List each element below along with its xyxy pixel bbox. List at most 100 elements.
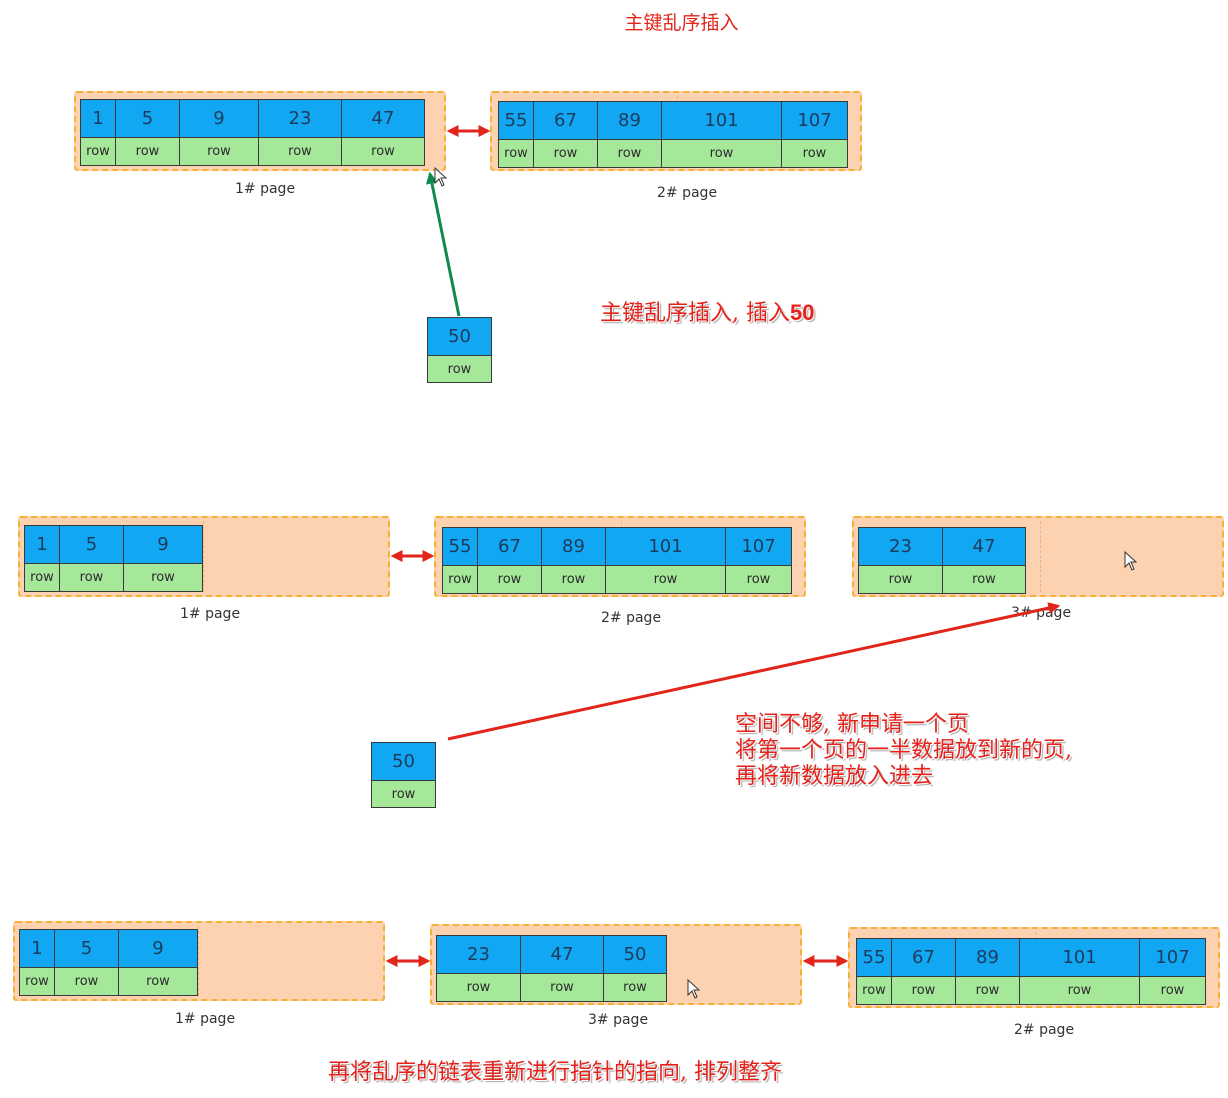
record-row: row (1140, 977, 1205, 1004)
insert-note-text: 主键乱序插入, 插入 (600, 301, 790, 326)
record-row: row (542, 566, 605, 593)
split-note-line: 将第一个页的一半数据放到新的页, (735, 738, 1072, 763)
record-row: row (60, 564, 123, 591)
record-row: row (372, 781, 435, 807)
mouse-cursor-icon (1124, 550, 1138, 571)
record-row: row (180, 138, 258, 165)
record-row: row (428, 356, 491, 382)
stage3-page2-label: 2# page (1014, 1022, 1075, 1038)
record-row: row (606, 566, 725, 593)
record-key: 89 (542, 528, 605, 567)
record-key: 5 (116, 100, 179, 139)
insert-arrow (426, 171, 461, 317)
record-key: 23 (859, 528, 942, 567)
record-row: row (857, 977, 891, 1004)
record-key: 107 (1140, 939, 1205, 978)
record-key: 1 (25, 526, 59, 565)
record-row: row (534, 140, 597, 167)
stage1-new-record: 50 row (427, 317, 492, 383)
record-key: 67 (478, 528, 541, 567)
stage2-new-record: 50 row (371, 742, 436, 808)
record-row: row (892, 977, 955, 1004)
stage2-page1-label: 1# page (180, 606, 241, 622)
insert-note: 主键乱序插入, 插入50 (600, 300, 814, 327)
record-row: row (726, 566, 791, 593)
record-key: 89 (598, 102, 661, 141)
record-row: row (25, 564, 59, 591)
record-key: 89 (956, 939, 1019, 978)
record-row: row (124, 564, 202, 591)
record-key: 1 (81, 100, 115, 139)
diagram-title: 主键乱序插入 (624, 12, 739, 34)
record-row: row (782, 140, 847, 167)
record-key: 1 (20, 930, 54, 969)
record-key: 67 (534, 102, 597, 141)
record-key: 107 (726, 528, 791, 567)
record-key: 5 (60, 526, 123, 565)
record-key: 67 (892, 939, 955, 978)
record-row: row (598, 140, 661, 167)
page-divider (198, 926, 199, 996)
record-row: row (342, 138, 424, 165)
record-key: 55 (443, 528, 477, 567)
record-row: row (437, 974, 520, 1001)
record-row: row (478, 566, 541, 593)
stage3-page3-label: 3# page (588, 1012, 649, 1028)
record-row: row (499, 140, 533, 167)
record-row: row (1020, 977, 1139, 1004)
insert-note-value: 50 (790, 300, 815, 325)
record-key: 50 (604, 936, 666, 975)
record-key: 23 (437, 936, 520, 975)
split-note-line: 再将新数据放入进去 (735, 764, 934, 789)
record-row: row (662, 140, 781, 167)
record-row: row (443, 566, 477, 593)
record-key: 5 (55, 930, 118, 969)
stage1-page2-label: 2# page (657, 185, 718, 201)
record-row: row (116, 138, 179, 165)
split-note: 空间不够, 新申请一个页 将第一个页的一半数据放到新的页, 再将新数据放入进去 (735, 712, 1072, 790)
record-key: 50 (372, 743, 435, 781)
record-key: 55 (499, 102, 533, 141)
record-row: row (943, 566, 1025, 593)
record-row: row (81, 138, 115, 165)
page-divider (1040, 521, 1041, 592)
record-row: row (119, 968, 197, 995)
record-key: 47 (521, 936, 603, 975)
record-row: row (55, 968, 118, 995)
record-key: 101 (606, 528, 725, 567)
record-key: 101 (662, 102, 781, 141)
record-key: 23 (259, 100, 341, 139)
stage3-page1-label: 1# page (175, 1011, 236, 1027)
mouse-cursor-icon (434, 166, 448, 187)
